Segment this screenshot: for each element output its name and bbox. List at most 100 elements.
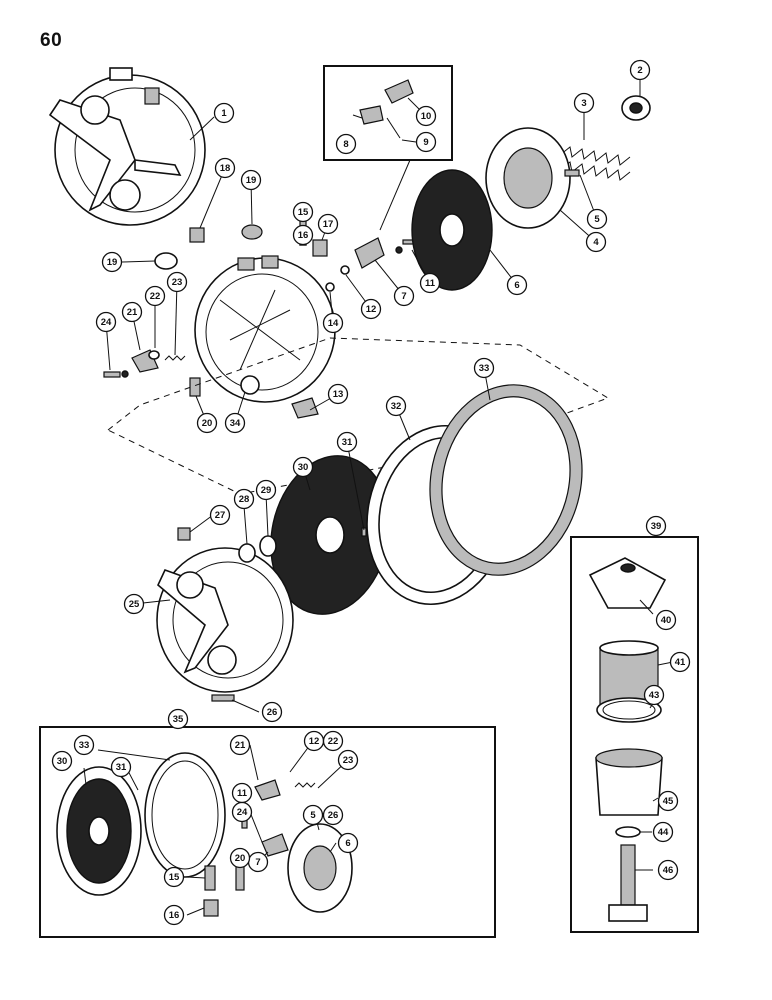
callout-c10: 10 — [415, 105, 437, 127]
callout-circle — [415, 105, 437, 127]
callout-k20: 20 — [229, 847, 251, 869]
callout-circle — [322, 804, 344, 826]
callout-f43: 43 — [643, 684, 665, 706]
callout-number: 5 — [310, 810, 316, 821]
callout-c27: 27 — [209, 504, 231, 526]
callout-number: 28 — [239, 494, 250, 505]
callout-circle — [213, 102, 235, 124]
callout-c33: 33 — [473, 357, 495, 379]
callout-circle — [229, 734, 251, 756]
callout-number: 2 — [637, 65, 642, 76]
callout-number: 22 — [328, 736, 339, 747]
callout-number: 20 — [202, 418, 213, 429]
callout-c28: 28 — [233, 488, 255, 510]
lever-detail-parts — [359, 79, 414, 139]
callout-number: 16 — [298, 230, 309, 241]
callout-k7: 7 — [247, 851, 269, 873]
callout-c5: 5 — [586, 208, 608, 230]
callout-circle — [655, 609, 677, 631]
callout-circle — [121, 301, 143, 323]
callout-number: 15 — [169, 872, 180, 883]
callout-circle — [73, 734, 95, 756]
callout-c29: 29 — [255, 479, 277, 501]
callout-number: 21 — [127, 307, 138, 318]
callout-circle — [506, 274, 528, 296]
callout-number: 27 — [215, 510, 226, 521]
callout-c19b: 19 — [101, 251, 123, 273]
callout-number: 19 — [246, 175, 257, 186]
callout-number: 15 — [298, 207, 309, 218]
callout-number: 26 — [328, 810, 339, 821]
callout-k12: 12 — [303, 730, 325, 752]
callout-k35: 35 — [167, 708, 189, 730]
callout-number: 34 — [230, 418, 241, 429]
callout-circle — [255, 479, 277, 501]
callout-number: 31 — [342, 437, 353, 448]
callout-circle — [643, 684, 665, 706]
callout-circle — [657, 790, 679, 812]
callout-k22: 22 — [322, 730, 344, 752]
callout-circle — [669, 651, 691, 673]
callout-number: 43 — [649, 690, 660, 701]
callout-circle — [585, 231, 607, 253]
callout-number: 7 — [255, 857, 260, 868]
callout-circle — [224, 412, 246, 434]
callout-f45: 45 — [657, 790, 679, 812]
callout-c22: 22 — [144, 285, 166, 307]
callout-c30: 30 — [292, 456, 314, 478]
callout-circle — [110, 756, 132, 778]
callout-c25: 25 — [123, 593, 145, 615]
callout-circle — [292, 456, 314, 478]
callout-number: 32 — [391, 401, 402, 412]
callout-k23: 23 — [337, 749, 359, 771]
callout-k26: 26 — [322, 804, 344, 826]
callout-k33: 33 — [73, 734, 95, 756]
callout-circle — [51, 750, 73, 772]
callout-k24: 24 — [231, 801, 253, 823]
callout-number: 26 — [267, 707, 278, 718]
callout-circle — [292, 224, 314, 246]
callout-circle — [166, 271, 188, 293]
callout-number: 20 — [235, 853, 246, 864]
upper-housing-cover — [48, 67, 206, 226]
callout-circle — [657, 859, 679, 881]
callout-circle — [393, 285, 415, 307]
callout-number: 6 — [514, 280, 519, 291]
callout-circle — [167, 708, 189, 730]
callout-c3: 3 — [573, 92, 595, 114]
detail-inset-box — [323, 65, 453, 161]
page-number: 60 — [40, 30, 63, 51]
callout-k11: 11 — [231, 782, 253, 804]
callout-circle — [385, 395, 407, 417]
callout-circle — [209, 504, 231, 526]
callout-c19a: 19 — [240, 169, 262, 191]
callout-k15: 15 — [163, 866, 185, 888]
callout-circle — [101, 251, 123, 273]
callout-number: 7 — [401, 291, 406, 302]
callout-number: 25 — [129, 599, 140, 610]
callout-circle — [586, 208, 608, 230]
callout-k5: 5 — [302, 804, 324, 826]
callout-c8: 8 — [335, 133, 357, 155]
callout-c34: 34 — [224, 412, 246, 434]
callout-number: 41 — [675, 657, 686, 668]
callout-circle — [652, 821, 674, 843]
callout-circle — [261, 701, 283, 723]
callout-c31: 31 — [336, 431, 358, 453]
callout-circle — [95, 311, 117, 333]
diaphragm-group — [270, 384, 583, 615]
callout-circle — [231, 801, 253, 823]
callout-number: 46 — [663, 865, 674, 876]
callout-f44: 44 — [652, 821, 674, 843]
filter-parts — [588, 557, 667, 922]
callout-circle — [123, 593, 145, 615]
callout-k30: 30 — [51, 750, 73, 772]
callout-c32: 32 — [385, 395, 407, 417]
callout-number: 16 — [169, 910, 180, 921]
callout-number: 4 — [593, 237, 599, 248]
callout-f46: 46 — [657, 859, 679, 881]
callout-circle — [229, 847, 251, 869]
callout-k21: 21 — [229, 734, 251, 756]
callout-number: 23 — [172, 277, 183, 288]
